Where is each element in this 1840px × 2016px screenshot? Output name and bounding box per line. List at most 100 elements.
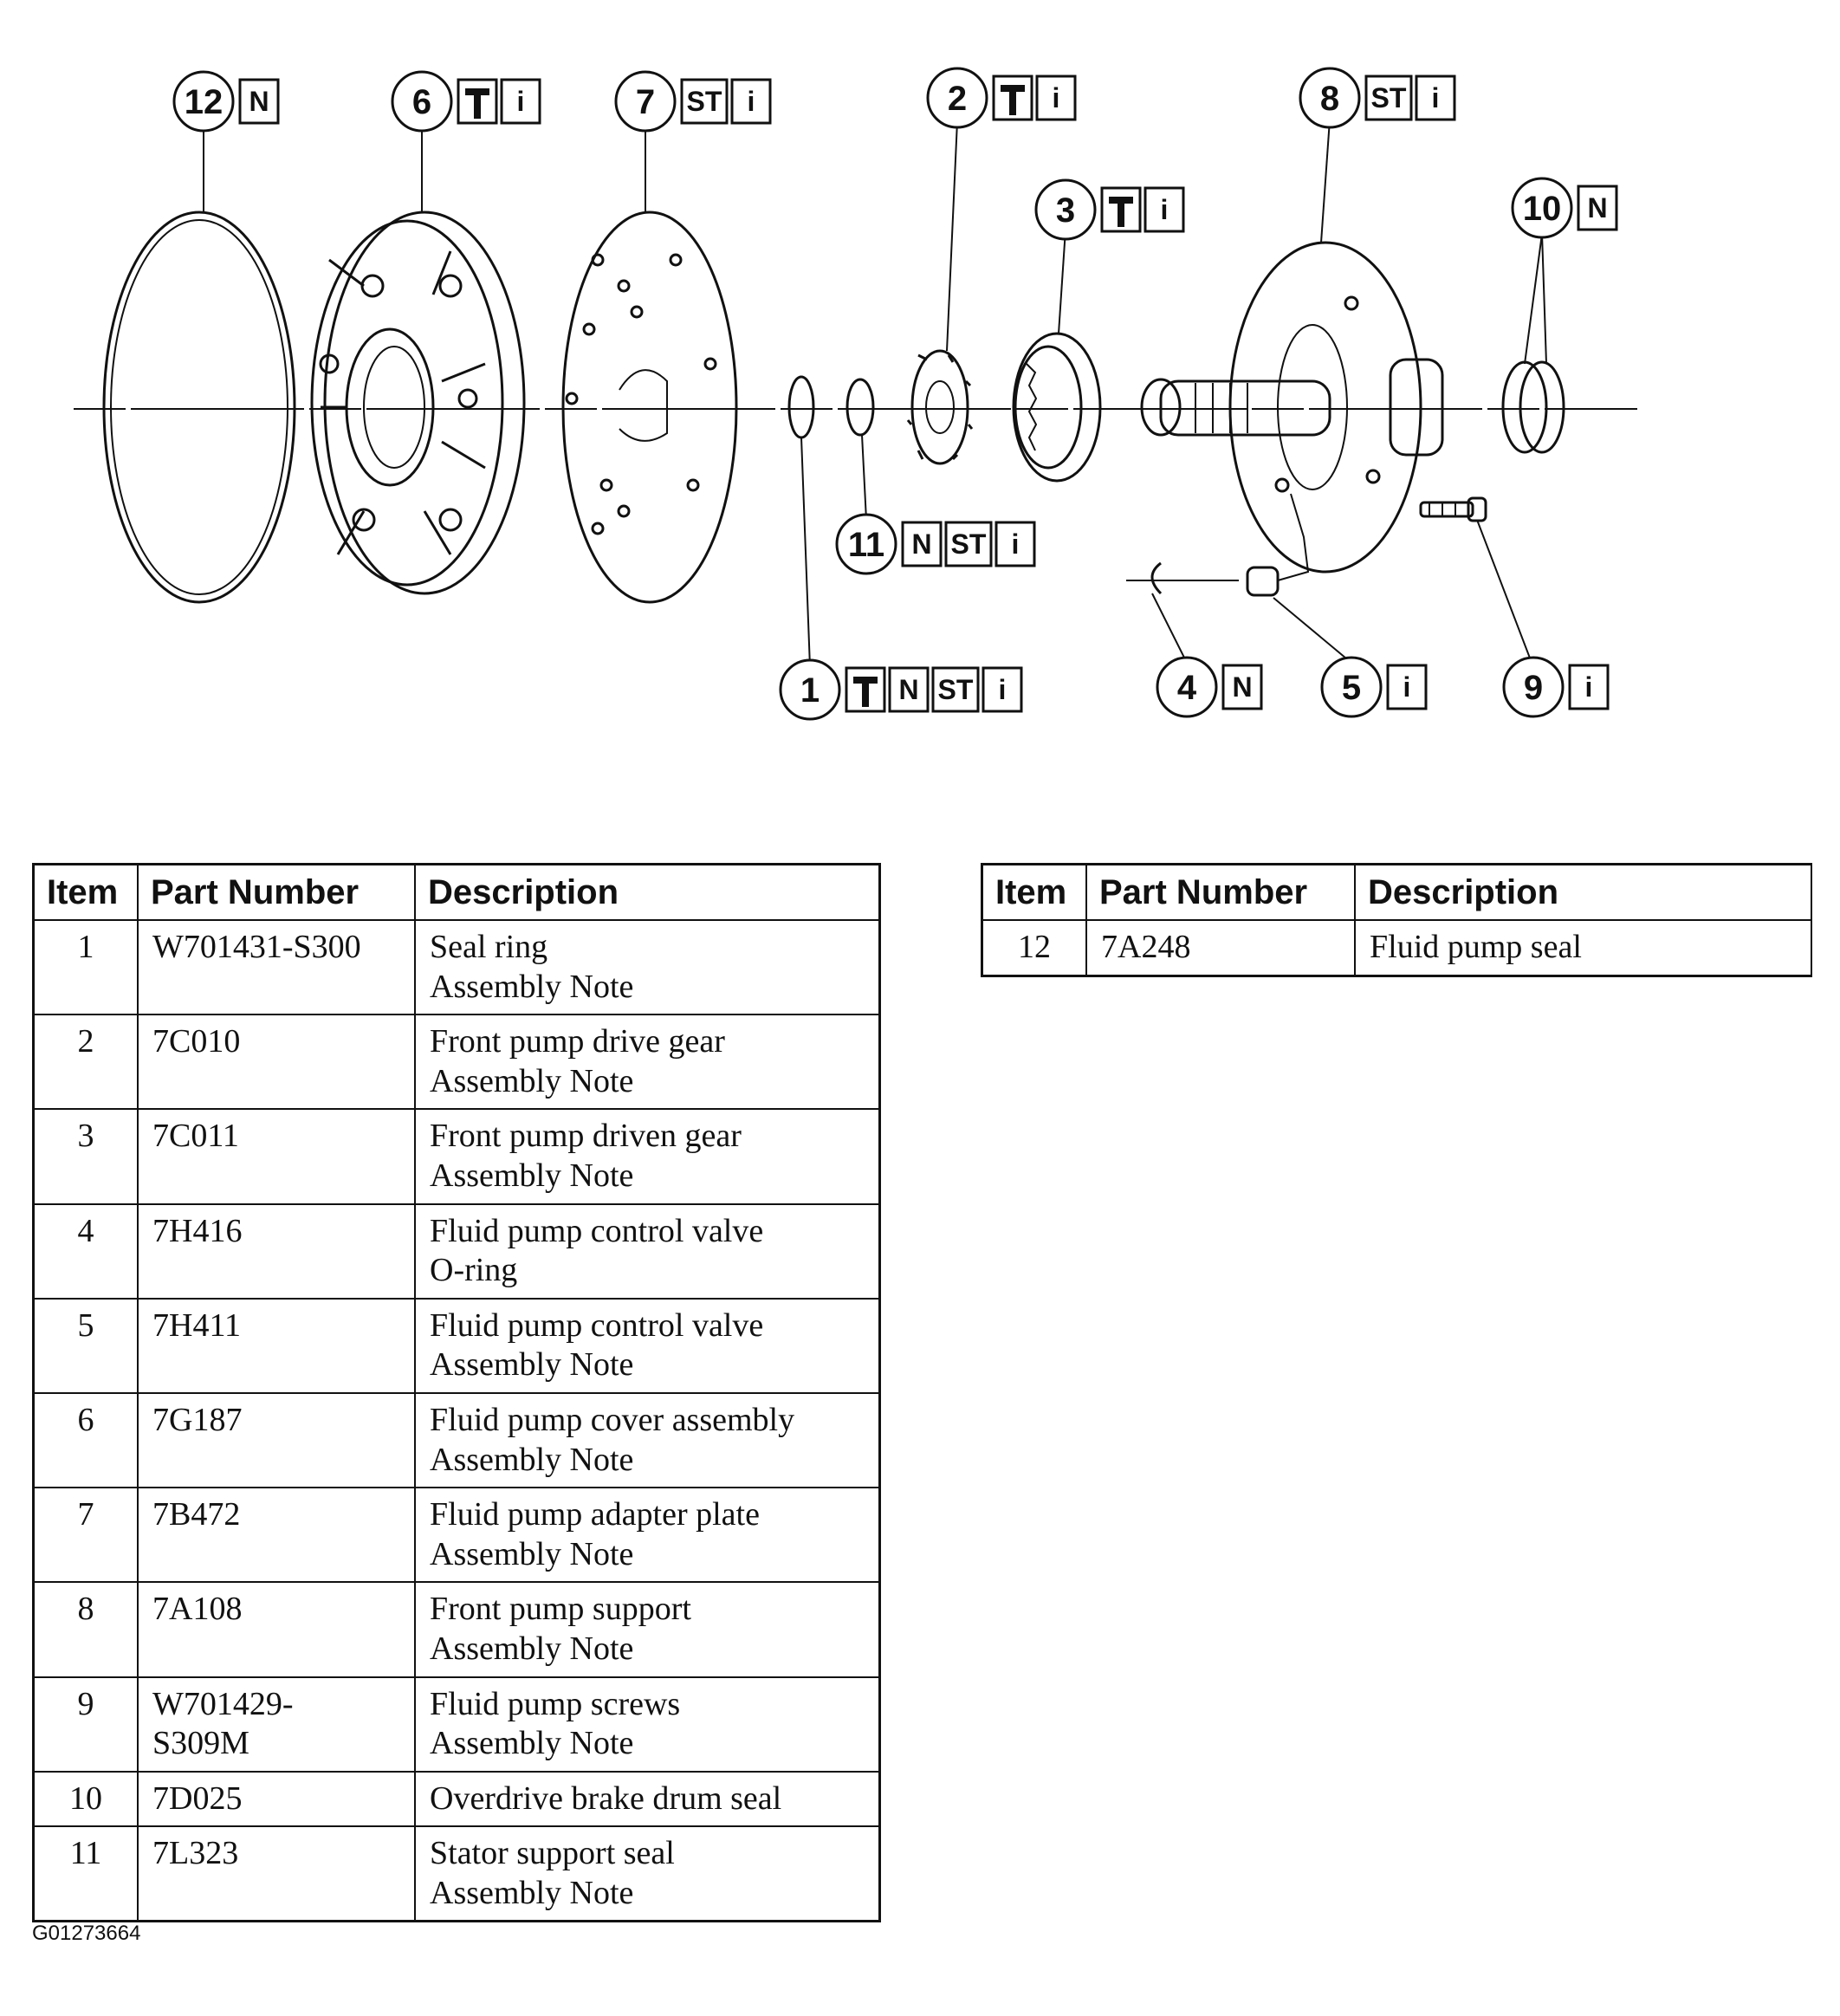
part-number-line: 7C011 (152, 1118, 239, 1155)
item-cell: 11 (32, 1825, 139, 1922)
part-number-line: 7G187 (152, 1401, 243, 1438)
callout-circle (391, 70, 453, 133)
callout-number: 9 (1524, 669, 1543, 707)
info-icon (982, 666, 1023, 713)
badge-label: i (999, 674, 1007, 705)
description-line: Fluid pump cover assembly (430, 1401, 795, 1438)
item-cell: 5 (32, 1297, 139, 1394)
callout-circle (926, 67, 988, 129)
info-icon (730, 78, 772, 125)
badge-n (1577, 185, 1618, 231)
callout-number: 7 (636, 83, 655, 121)
part-number-cell: 7A248 (1085, 918, 1356, 977)
description-line: Fluid pump control valve (430, 1212, 764, 1249)
badge-n (901, 521, 943, 567)
item-cell: 9 (32, 1676, 139, 1773)
badge-label: ST (938, 674, 974, 705)
callout-number: 12 (185, 83, 224, 121)
callout-number: 1 (800, 671, 820, 710)
badge-label: i (1161, 194, 1169, 225)
callout-12: 12 N (172, 70, 280, 133)
item-cell: 6 (32, 1391, 139, 1489)
part-number-cell: 7D025 (137, 1770, 416, 1828)
description-line: Fluid pump screws (430, 1685, 681, 1722)
callout-number: 8 (1320, 80, 1339, 118)
callout-circle (1320, 656, 1383, 718)
badge-label: N (911, 528, 931, 560)
table-header-row: Item Part Number Description (981, 863, 1812, 921)
hammer-glyph (1109, 197, 1133, 227)
description-line: Seal ring (430, 929, 548, 965)
info-icon (1144, 186, 1185, 233)
callout-number: 2 (948, 80, 967, 118)
callout-number: 10 (1523, 190, 1562, 228)
part-5-control-valve (1246, 566, 1280, 597)
part-11-stator-seal (845, 378, 875, 437)
description-cell: Fluid pump seal (1354, 918, 1812, 977)
part-number-line: 7H411 (152, 1306, 242, 1344)
part-number-cell: 7H416 (137, 1202, 416, 1300)
header-part-number: Part Number (137, 863, 416, 921)
description-line: Assembly Note (430, 1346, 634, 1384)
part-4-o-ring (1150, 561, 1163, 595)
part-number-line: 7A248 (1101, 929, 1191, 965)
callout-circle (1502, 656, 1565, 718)
part-3-driven-gear (1012, 332, 1102, 483)
part-number-line: S309M (152, 1725, 249, 1762)
part-number-cell: 7A108 (137, 1581, 416, 1678)
badge-n (238, 78, 280, 125)
part-12-fluid-pump-seal (102, 211, 296, 604)
part-number-line: 7D025 (152, 1779, 243, 1817)
badge-label: i (1585, 671, 1593, 703)
callout-circle (1156, 656, 1218, 718)
item-cell: 10 (32, 1770, 139, 1828)
part-8-front-pump-support (1140, 241, 1444, 574)
badge-label: ST (951, 528, 987, 560)
description-line: O-ring (430, 1252, 518, 1289)
info-icon (500, 78, 541, 125)
part-number-cell: 7B472 (137, 1487, 416, 1584)
description-line: Overdrive brake drum seal (430, 1779, 782, 1817)
description-line: Fluid pump adapter plate (430, 1496, 760, 1533)
item-cell: 7 (32, 1487, 139, 1584)
part-10-overdrive-seals (1501, 360, 1565, 454)
badge-st (1364, 75, 1413, 121)
info-icon (1568, 664, 1610, 710)
description-line: Fluid pump control valve (430, 1306, 764, 1344)
badge-label: i (1403, 671, 1411, 703)
header-description: Description (1354, 863, 1812, 921)
description-line: Front pump support (430, 1591, 691, 1628)
callout-circle (172, 70, 235, 133)
badge-label: N (249, 86, 269, 117)
description-line: Assembly Note (430, 1630, 634, 1667)
item-cell: 4 (32, 1202, 139, 1300)
callout-number: 3 (1056, 191, 1075, 230)
description-line: Assembly Note (430, 1157, 634, 1194)
description-line: Stator support seal (430, 1835, 675, 1872)
parts-row-10: 10 7D025 Overdrive brake drum seal (32, 1770, 881, 1828)
description-line: Front pump drive gear (430, 1023, 725, 1060)
part-number-line: 7B472 (152, 1496, 241, 1533)
figure-id: G01273664 (32, 1922, 141, 1945)
info-icon (1035, 75, 1077, 121)
hammer-glyph (1001, 85, 1025, 115)
